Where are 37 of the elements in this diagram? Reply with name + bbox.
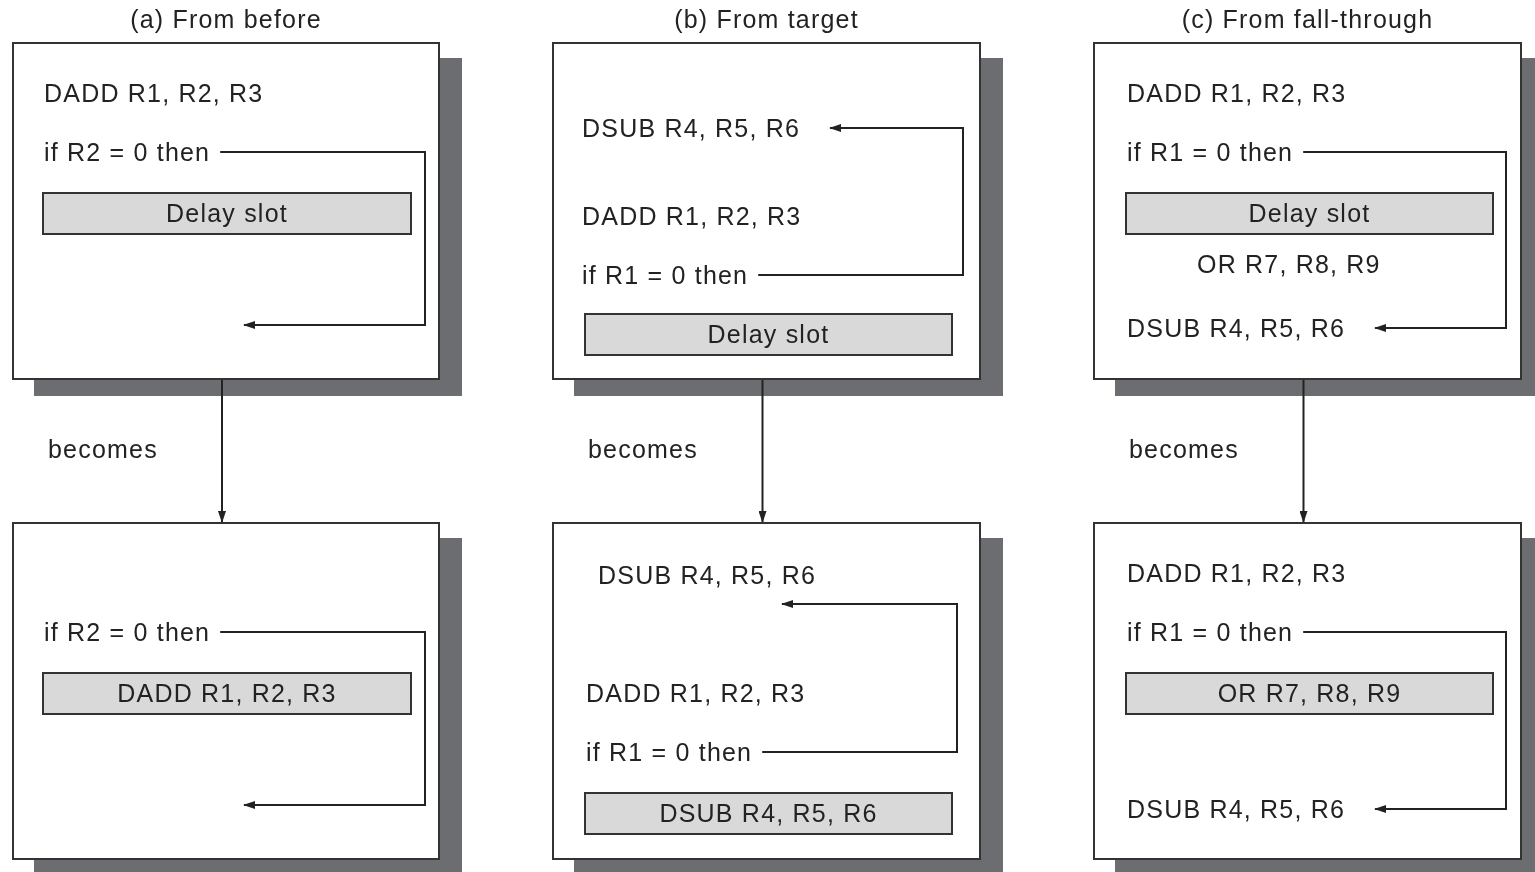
arrow — [757, 124, 964, 276]
slot-box: OR R7, R8, R9 — [1125, 672, 1494, 715]
code-line: if R1 = 0 then — [1127, 137, 1294, 167]
panel-heading: (a) From before — [129, 4, 323, 34]
arrow — [1302, 151, 1507, 332]
code-line: DADD R1, R2, R3 — [582, 201, 802, 231]
code-line: if R1 = 0 then — [582, 260, 749, 290]
code-line: DADD R1, R2, R3 — [44, 78, 264, 108]
code-line: OR R7, R8, R9 — [1197, 249, 1381, 279]
panel-heading: (c) From fall-through — [1180, 4, 1435, 34]
code-line: DSUB R4, R5, R6 — [1127, 794, 1346, 824]
arrow — [1299, 379, 1308, 523]
arrow — [1302, 631, 1507, 813]
code-line: DSUB R4, R5, R6 — [582, 113, 801, 143]
slot-box: DADD R1, R2, R3 — [42, 672, 412, 715]
code-line: DADD R1, R2, R3 — [1127, 78, 1347, 108]
slot-box: Delay slot — [1125, 192, 1494, 235]
code-line: if R2 = 0 then — [44, 617, 211, 647]
code-line: if R1 = 0 then — [586, 737, 753, 767]
code-line: DSUB R4, R5, R6 — [598, 560, 817, 590]
slot-box: Delay slot — [584, 313, 953, 356]
arrow — [758, 379, 767, 523]
code-line: DSUB R4, R5, R6 — [1127, 313, 1346, 343]
slot-box: DSUB R4, R5, R6 — [584, 792, 953, 835]
arrow — [761, 600, 958, 753]
arrow — [218, 379, 226, 523]
edge-label: becomes — [588, 435, 698, 464]
code-line: DADD R1, R2, R3 — [1127, 558, 1347, 588]
code-line: if R2 = 0 then — [44, 137, 211, 167]
code-line: DADD R1, R2, R3 — [586, 678, 806, 708]
slot-box: Delay slot — [42, 192, 412, 235]
arrow — [219, 631, 426, 809]
arrow — [219, 151, 426, 329]
edge-label: becomes — [48, 435, 158, 464]
edge-label: becomes — [1129, 435, 1239, 464]
panel-heading: (b) From target — [673, 4, 860, 34]
code-line: if R1 = 0 then — [1127, 617, 1294, 647]
